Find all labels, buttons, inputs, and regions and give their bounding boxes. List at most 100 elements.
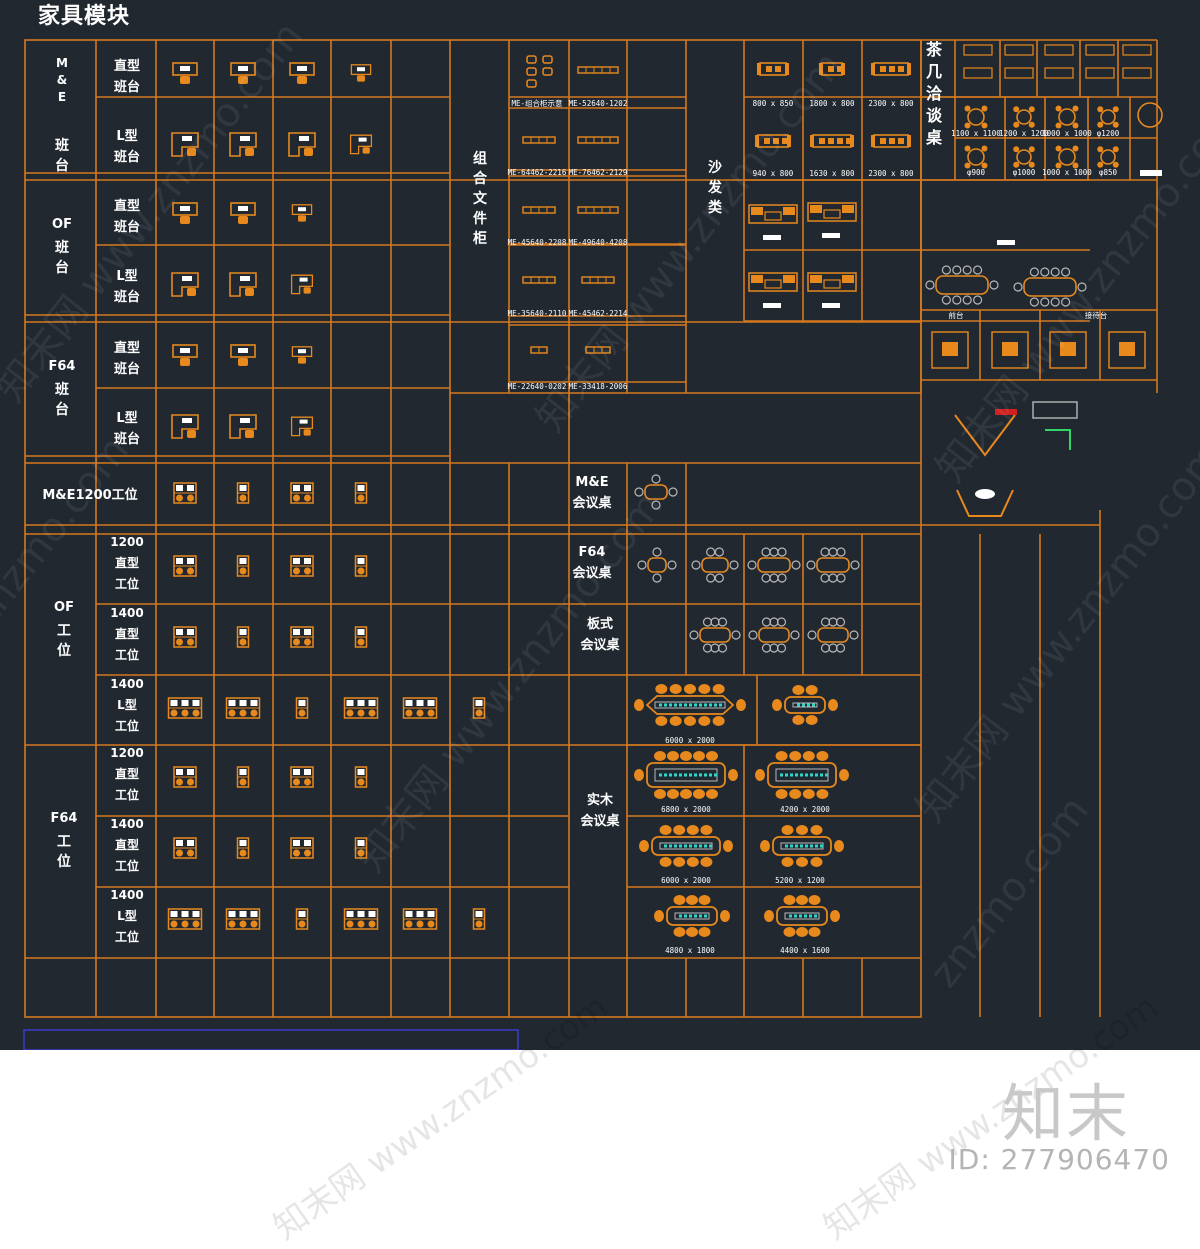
table-inlay bbox=[709, 773, 712, 777]
chair bbox=[789, 789, 802, 799]
round-table-block bbox=[1097, 146, 1119, 168]
seat bbox=[820, 573, 830, 583]
section-label: 班 bbox=[55, 381, 69, 398]
chair bbox=[706, 751, 718, 761]
table-top bbox=[701, 557, 729, 573]
cushion bbox=[810, 275, 822, 283]
monitor bbox=[357, 840, 365, 846]
tea-table bbox=[823, 209, 841, 219]
cushion bbox=[898, 138, 904, 144]
workstation-block bbox=[290, 482, 314, 504]
chair bbox=[293, 567, 300, 575]
tea-table bbox=[823, 279, 841, 289]
meeting-label: 会议桌 bbox=[572, 565, 612, 581]
desk-l-top bbox=[349, 134, 373, 155]
chair bbox=[828, 699, 838, 711]
chair bbox=[816, 789, 829, 799]
monitor bbox=[293, 840, 300, 846]
of-label: OF bbox=[54, 600, 74, 615]
cabinet-code: ME-52640-1202 bbox=[569, 99, 628, 108]
chair bbox=[239, 567, 247, 575]
table-inlay bbox=[794, 914, 797, 918]
workstation-block bbox=[225, 908, 261, 930]
chair bbox=[760, 840, 770, 852]
chair bbox=[357, 778, 365, 786]
chair bbox=[298, 215, 306, 222]
workstation-block bbox=[173, 766, 197, 788]
sofa-dim: 1800 x 800 bbox=[809, 99, 855, 108]
tea-table-small bbox=[1085, 44, 1115, 56]
desk-l-block bbox=[171, 414, 199, 439]
seat bbox=[828, 617, 838, 627]
seat bbox=[973, 265, 983, 275]
seat bbox=[731, 630, 741, 640]
row-label: 班台 bbox=[114, 219, 140, 235]
monitor bbox=[187, 769, 194, 775]
chair bbox=[781, 857, 794, 867]
table-inlay bbox=[684, 914, 687, 918]
section-label: & bbox=[57, 73, 67, 87]
wood-table-block bbox=[772, 685, 838, 725]
chair bbox=[964, 122, 971, 129]
f64-label: 工 bbox=[57, 834, 71, 850]
seat bbox=[717, 617, 728, 627]
reception-label: 前台 bbox=[949, 310, 964, 320]
table-top bbox=[772, 836, 832, 856]
wood-dim: 6000 x 2000 bbox=[665, 736, 715, 745]
monitor bbox=[187, 485, 194, 491]
cushion bbox=[889, 66, 895, 72]
arm bbox=[810, 135, 814, 147]
row-label: 工位 bbox=[115, 858, 139, 873]
chair bbox=[346, 920, 354, 928]
chair bbox=[669, 716, 682, 726]
wood-dim: 4400 x 1600 bbox=[780, 946, 830, 955]
chair bbox=[698, 895, 711, 905]
meeting-table-block bbox=[748, 617, 800, 653]
desk-l-top bbox=[171, 272, 199, 297]
chair bbox=[1028, 106, 1035, 113]
seat bbox=[1050, 297, 1060, 307]
chair bbox=[238, 216, 248, 224]
table-inlay bbox=[694, 703, 697, 707]
seat bbox=[790, 630, 800, 640]
chair bbox=[303, 287, 311, 294]
chair bbox=[228, 920, 236, 928]
chair bbox=[304, 567, 311, 575]
tea-tag bbox=[1140, 170, 1162, 176]
chair bbox=[293, 778, 300, 786]
grid-frame bbox=[24, 39, 922, 1018]
table-inlay bbox=[689, 703, 692, 707]
workstation-block bbox=[472, 697, 486, 719]
monitor bbox=[192, 700, 200, 706]
chair bbox=[654, 910, 664, 922]
table-top bbox=[645, 695, 735, 715]
monitor bbox=[176, 558, 183, 564]
desk-l-block bbox=[171, 132, 199, 157]
seat bbox=[668, 487, 678, 497]
sofa-block bbox=[757, 62, 789, 76]
cabinet-outline bbox=[577, 66, 619, 74]
monitor bbox=[297, 66, 307, 71]
desk-l-block bbox=[229, 272, 257, 297]
monitor bbox=[427, 700, 435, 706]
table-inlay bbox=[684, 844, 687, 848]
chair bbox=[1112, 146, 1119, 153]
table-inlay bbox=[694, 773, 697, 777]
round-table-block bbox=[1055, 105, 1079, 129]
workstation-block bbox=[173, 482, 197, 504]
sofa-block bbox=[871, 134, 911, 148]
cabinet-block bbox=[577, 206, 619, 214]
chair bbox=[239, 638, 247, 646]
chair bbox=[293, 494, 300, 502]
row-label: 工位 bbox=[115, 647, 139, 662]
reception-large bbox=[956, 489, 1014, 517]
table-top bbox=[758, 627, 790, 643]
wood-table-block bbox=[755, 751, 849, 799]
table-top bbox=[647, 557, 667, 573]
chair bbox=[712, 684, 725, 694]
table-top bbox=[646, 762, 726, 788]
chair bbox=[1055, 122, 1062, 129]
table-inlay bbox=[664, 703, 667, 707]
chair bbox=[357, 638, 365, 646]
row-label: 直型 bbox=[115, 837, 139, 852]
